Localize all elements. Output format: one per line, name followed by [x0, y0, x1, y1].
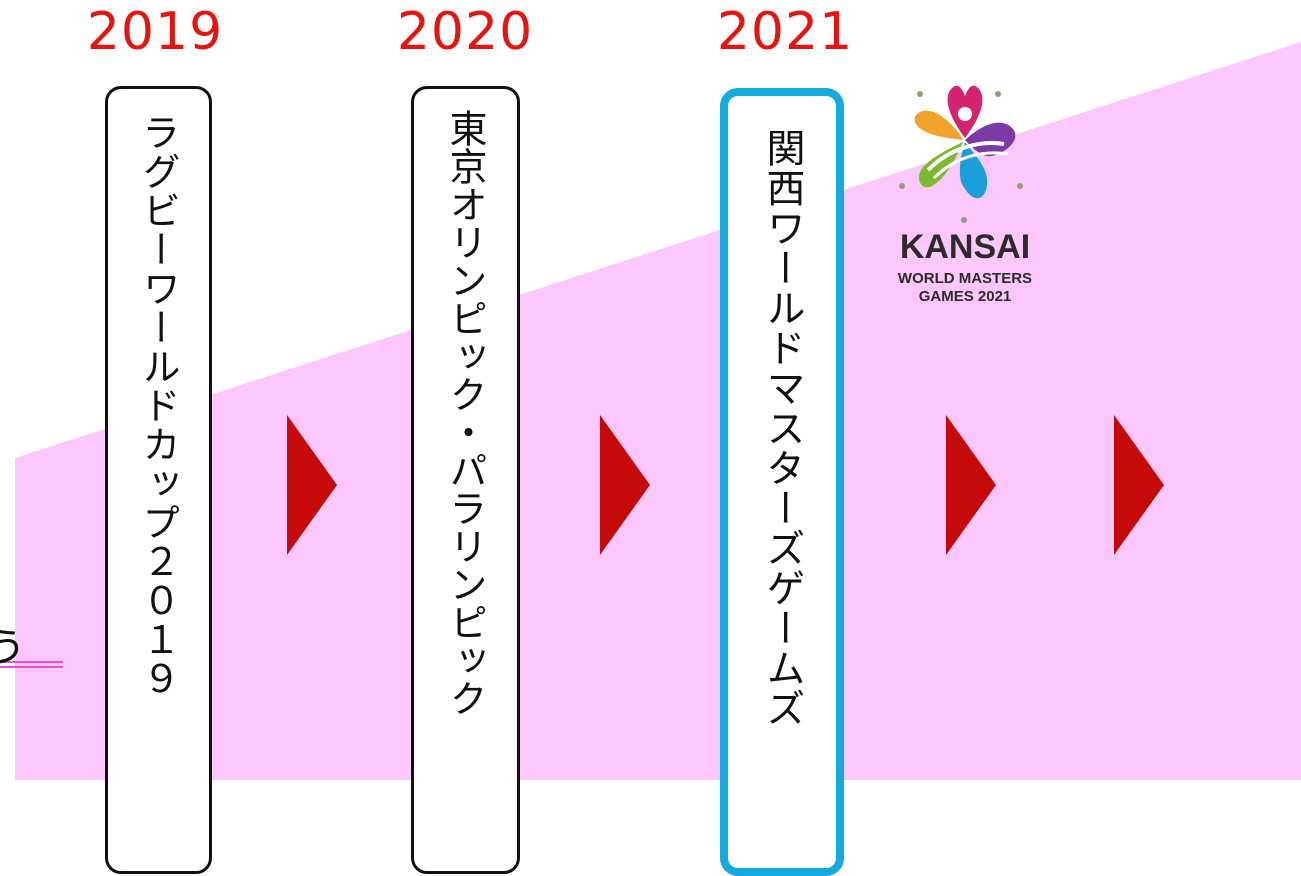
logo-subtitle: GAMES 2021	[918, 288, 1012, 305]
year-label-2019: 2019	[86, 2, 224, 62]
event-card-tokyo: 東京オリンピック・パラリンピック	[411, 86, 520, 874]
play-arrow-icon	[946, 415, 996, 555]
edge-text-fragment: う	[0, 625, 26, 671]
logo-subtitle: WORLD MASTERS	[897, 270, 1033, 287]
sakura-flower-logo-icon	[899, 85, 1023, 223]
year-label-2020: 2020	[396, 2, 534, 62]
event-card-rugby: ラグビーワールドカップ２０１９	[105, 86, 212, 874]
play-arrow-icon	[600, 415, 650, 555]
logo-title: KANSAI	[899, 228, 1031, 266]
event-label: 東京オリンピック・パラリンピック	[443, 109, 487, 717]
event-card-kansai: 関西ワールドマスターズゲームズ	[720, 88, 844, 876]
kansai-masters-logo: KANSAI WORLD MASTERS GAMES 2021	[880, 78, 1050, 328]
play-arrow-icon	[287, 415, 337, 555]
event-label: 関西ワールドマスターズゲームズ	[760, 128, 805, 728]
pink-rising-band	[15, 42, 1301, 780]
play-arrow-icon	[1114, 415, 1164, 555]
year-label-2021: 2021	[716, 2, 854, 62]
event-label: ラグビーワールドカップ２０１９	[136, 113, 180, 698]
